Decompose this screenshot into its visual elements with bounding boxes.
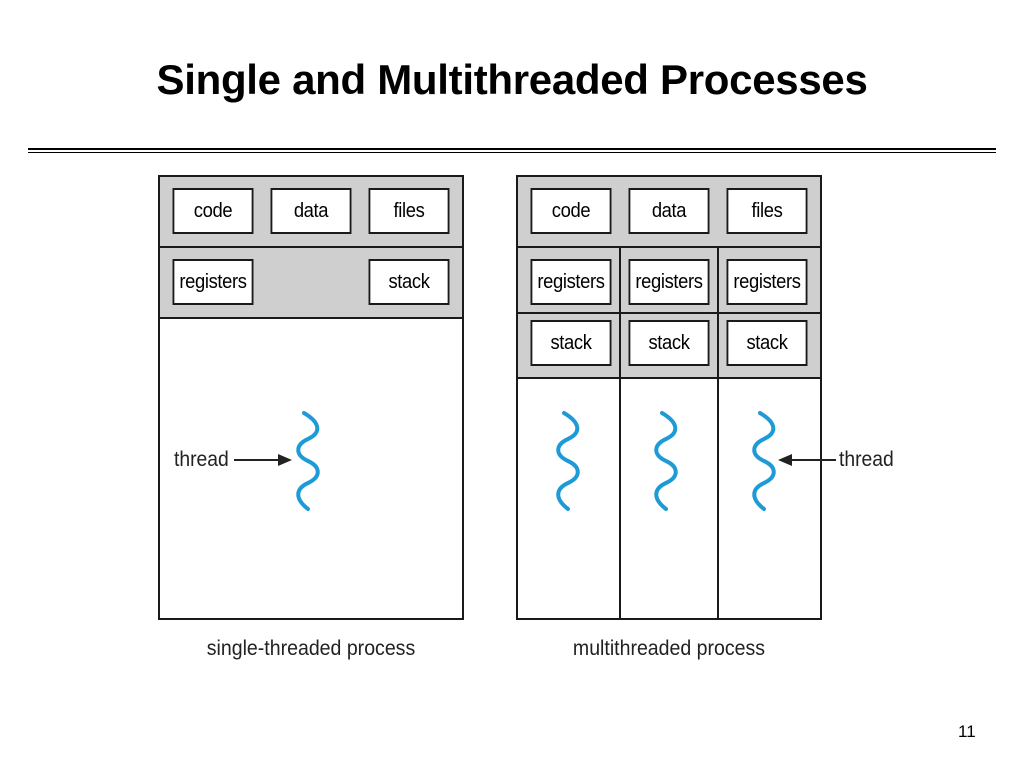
registers-box: registers bbox=[172, 259, 254, 305]
stack-box: stack bbox=[726, 320, 808, 366]
thread-icon bbox=[654, 411, 678, 511]
multithreaded-process: code data files registers registers regi… bbox=[516, 175, 822, 620]
column-divider bbox=[717, 248, 719, 618]
code-box: code bbox=[530, 188, 612, 234]
arrow-icon bbox=[778, 454, 836, 466]
registers-box: registers bbox=[726, 259, 808, 305]
title-rule bbox=[28, 148, 996, 150]
thread-icon bbox=[752, 411, 776, 511]
registers-box: registers bbox=[530, 259, 612, 305]
thread-icon bbox=[296, 411, 320, 511]
registers-band: registers registers registers bbox=[518, 248, 820, 314]
files-box: files bbox=[726, 188, 808, 234]
stack-box: stack bbox=[530, 320, 612, 366]
data-box: data bbox=[628, 188, 710, 234]
single-threaded-process: code data files registers stack bbox=[158, 175, 464, 620]
stack-band: stack stack stack bbox=[518, 314, 820, 379]
page-number: 11 bbox=[958, 722, 976, 741]
slide-title: Single and Multithreaded Processes bbox=[156, 56, 868, 103]
shared-resources-band: code data files bbox=[518, 177, 820, 248]
stack-box: stack bbox=[368, 259, 450, 305]
thread-label: thread bbox=[839, 448, 894, 471]
column-divider bbox=[619, 248, 621, 618]
data-box: data bbox=[270, 188, 352, 234]
registers-box: registers bbox=[628, 259, 710, 305]
title-rule-thin bbox=[28, 152, 996, 153]
single-caption: single-threaded process bbox=[206, 637, 416, 660]
thread-state-band: registers stack bbox=[160, 248, 462, 319]
files-box: files bbox=[368, 188, 450, 234]
shared-resources-band: code data files bbox=[160, 177, 462, 248]
thread-label: thread bbox=[174, 448, 229, 471]
arrow-icon bbox=[234, 454, 292, 466]
thread-icon bbox=[556, 411, 580, 511]
multi-caption: multithreaded process bbox=[572, 637, 766, 660]
stack-box: stack bbox=[628, 320, 710, 366]
code-box: code bbox=[172, 188, 254, 234]
